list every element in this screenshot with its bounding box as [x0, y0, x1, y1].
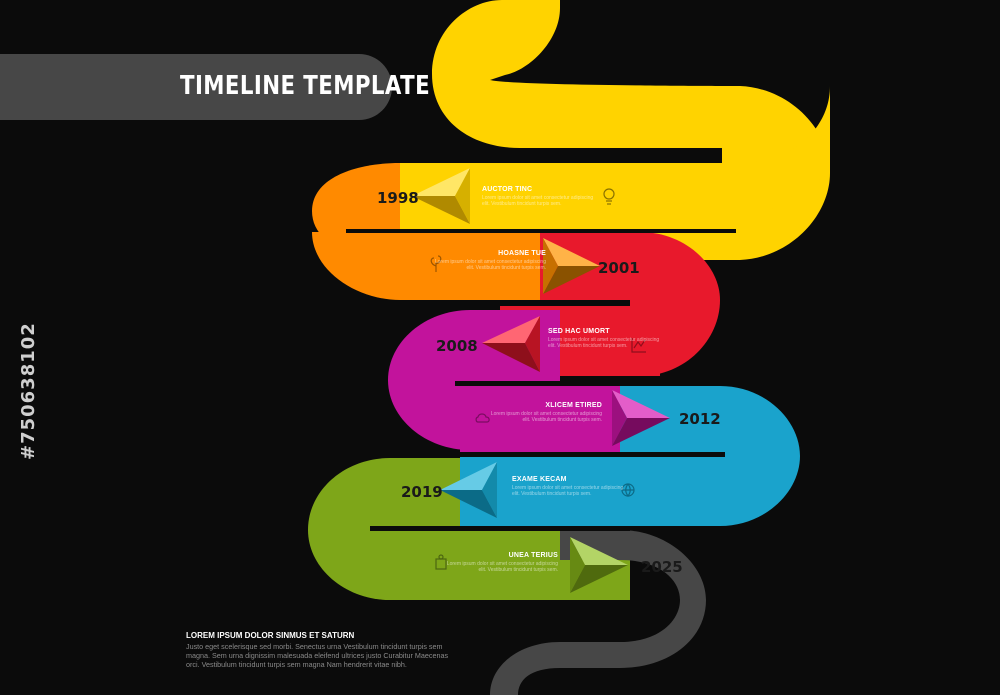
event-title: UNEA TERIUS — [508, 552, 558, 559]
yellow-band — [346, 0, 830, 260]
year-label: 2019 — [401, 483, 443, 501]
event-2008: SED HAC UMORT Lorem ipsum dolor sit amet… — [548, 328, 668, 349]
event-text: Lorem ipsum dolor sit amet consectetur a… — [434, 259, 546, 271]
event-title: HOASNE TUE — [498, 250, 546, 257]
gap-5 — [370, 526, 630, 531]
gray-band — [490, 530, 706, 695]
year-label: 2012 — [679, 410, 721, 428]
gap-1 — [346, 229, 736, 233]
year-label: 2001 — [598, 259, 640, 277]
gap-2 — [420, 300, 630, 306]
event-2012: XLICEM ETIRED Lorem ipsum dolor sit amet… — [482, 402, 602, 423]
yellow-row-end — [700, 86, 830, 229]
gap-4 — [365, 452, 725, 457]
footer-text: Justo eget scelerisque sed morbi. Senect… — [186, 642, 449, 669]
event-text: Lorem ipsum dolor sit amet consectetur a… — [482, 195, 594, 207]
event-text: Lorem ipsum dolor sit amet consectetur a… — [512, 485, 624, 497]
event-title: AUCTOR TINC — [482, 186, 533, 193]
event-title: XLICEM ETIRED — [545, 402, 602, 409]
cloud-icon — [475, 413, 490, 423]
arrow-2001 — [543, 238, 600, 294]
event-2001: HOASNE TUE Lorem ipsum dolor sit amet co… — [426, 250, 546, 271]
event-title: SED HAC UMORT — [548, 328, 610, 335]
year-label: 2008 — [436, 337, 478, 355]
lightbulb-icon — [603, 188, 615, 205]
arrow-2019 — [440, 462, 497, 518]
event-1998: AUCTOR TINC Lorem ipsum dolor sit amet c… — [482, 186, 602, 207]
title-bar — [0, 54, 392, 120]
magenta-lower-row — [460, 386, 620, 452]
year-label: 2025 — [641, 558, 683, 576]
event-2025: UNEA TERIUS Lorem ipsum dolor sit amet c… — [438, 552, 558, 573]
arrow-2012 — [612, 390, 670, 446]
event-text: Lorem ipsum dolor sit amet consectetur a… — [490, 411, 602, 423]
globe-icon — [621, 483, 635, 498]
gap-3 — [455, 381, 715, 386]
event-2019: EXAME KECAM Lorem ipsum dolor sit amet c… — [512, 476, 632, 497]
footer-block: LOREM IPSUM DOLOR SINMUS ET SATURN Justo… — [186, 631, 456, 669]
plant-icon — [430, 255, 442, 272]
event-title: EXAME KECAM — [512, 476, 567, 483]
arrow-2025 — [570, 537, 628, 593]
footer-title: LOREM IPSUM DOLOR SINMUS ET SATURN — [186, 631, 355, 640]
arrow-2008 — [482, 316, 540, 372]
year-label: 1998 — [377, 189, 419, 207]
event-text: Lorem ipsum dolor sit amet consectetur a… — [446, 561, 558, 573]
arrow-1998 — [412, 168, 470, 224]
puzzle-icon — [435, 554, 447, 570]
watermark-id: #750638102 — [18, 322, 39, 460]
chart-icon — [631, 338, 646, 353]
page-title: TIMELINE TEMPLATE — [180, 71, 431, 101]
event-text: Lorem ipsum dolor sit amet consectetur a… — [548, 337, 660, 349]
